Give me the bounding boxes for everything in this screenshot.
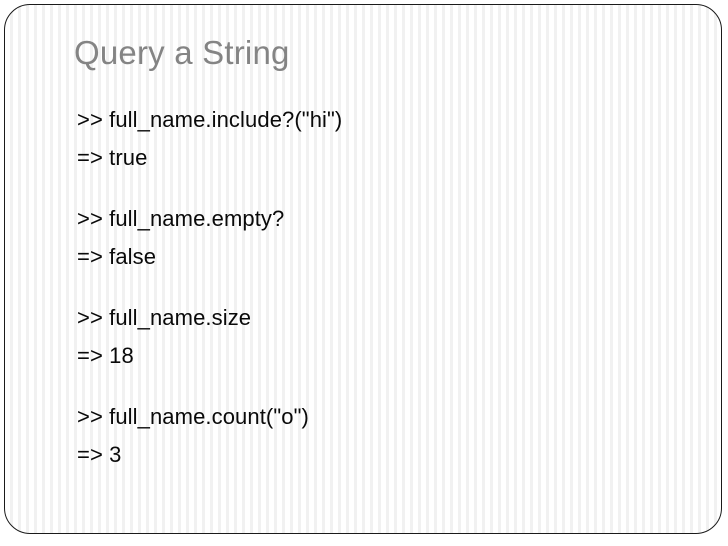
code-body: >> full_name.include?("hi") => true >> f…	[77, 101, 691, 474]
code-result-line: => false	[77, 244, 157, 269]
code-result-line: => 18	[77, 343, 134, 368]
code-block: >> full_name.include?("hi") => true	[77, 101, 691, 177]
code-result-line: => 3	[77, 442, 122, 467]
code-block: >> full_name.size => 18	[77, 299, 691, 375]
slide-canvas: Query a String >> full_name.include?("hi…	[4, 4, 722, 534]
code-block: >> full_name.count("o") => 3	[77, 398, 691, 474]
code-result-line: => true	[77, 145, 148, 170]
code-command-line: >> full_name.include?("hi")	[77, 107, 343, 132]
code-command-line: >> full_name.count("o")	[77, 404, 309, 429]
code-block: >> full_name.empty? => false	[77, 200, 691, 276]
code-command-line: >> full_name.empty?	[77, 206, 285, 231]
page-title: Query a String	[74, 34, 290, 71]
code-command-line: >> full_name.size	[77, 305, 252, 330]
